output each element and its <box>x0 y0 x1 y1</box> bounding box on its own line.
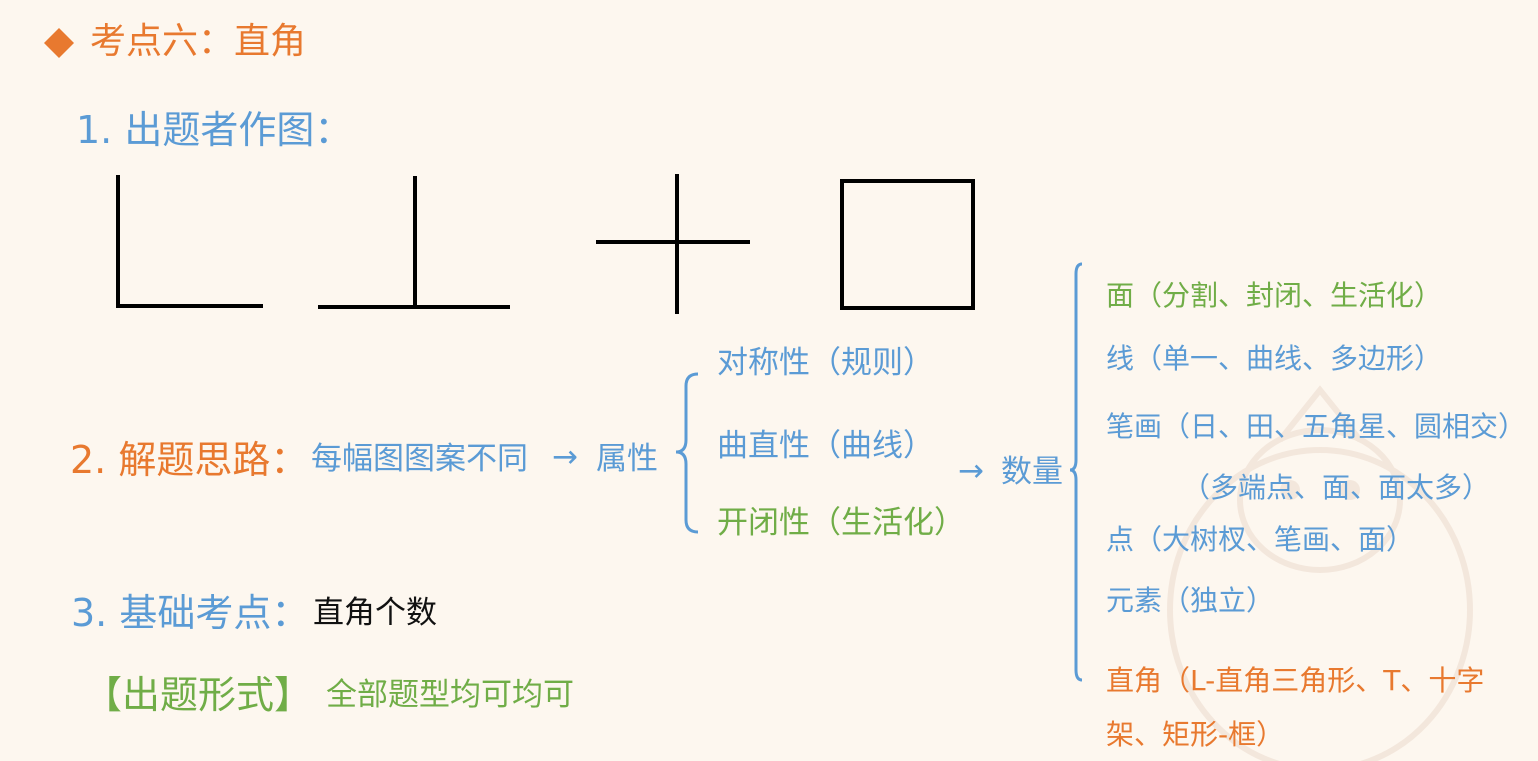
cross-figure <box>596 174 750 314</box>
mascot-watermark <box>1167 385 1473 761</box>
quantity-face: 面（分割、封闭、生活化） <box>1106 279 1443 312</box>
quantity-stroke: 笔画（日、田、五角星、圆相交） <box>1106 410 1527 443</box>
property-curvature: 曲直性（曲线） <box>717 428 934 464</box>
step2-text: 属性 <box>596 441 658 477</box>
quantities-brace <box>1069 262 1083 682</box>
section3-value: 直角个数 <box>313 595 437 631</box>
properties-brace <box>675 372 699 534</box>
quantity-line: 线（单一、曲线、多边形） <box>1106 342 1443 375</box>
l-shape-figure <box>116 175 263 308</box>
format-value: 全部题型均可均可 <box>326 677 574 713</box>
quantity-stroke-cue: （多端点、面、面太多） <box>1182 471 1491 504</box>
quantity-point: 点（大树杈、笔画、面） <box>1106 523 1415 556</box>
section1-label: 1. 出题者作图： <box>76 108 353 152</box>
arrow-right-icon-2: → <box>958 453 984 489</box>
quantity-right-angle-cont: 架、矩形-框） <box>1106 718 1285 751</box>
quantity-right-angle: 直角（L-直角三角形、T、十字 <box>1106 664 1485 697</box>
t-shape-figure <box>318 176 510 309</box>
property-symmetry: 对称性（规则） <box>717 345 934 381</box>
section2-label: 2. 解题思路： <box>70 438 309 482</box>
diamond-icon <box>44 28 74 58</box>
property-openness: 开闭性（生活化） <box>717 505 965 541</box>
section3-label: 3. 基础考点： <box>71 591 310 635</box>
page-title: 考点六：直角 <box>90 21 307 62</box>
step1-text: 每幅图图案不同 <box>311 441 528 477</box>
quantity-element: 元素（独立） <box>1106 584 1275 617</box>
square-figure <box>840 179 975 310</box>
arrow-right-icon: → <box>552 439 578 475</box>
step3-text: 数量 <box>1001 454 1063 490</box>
format-label: 【出题形式】 <box>84 673 313 717</box>
